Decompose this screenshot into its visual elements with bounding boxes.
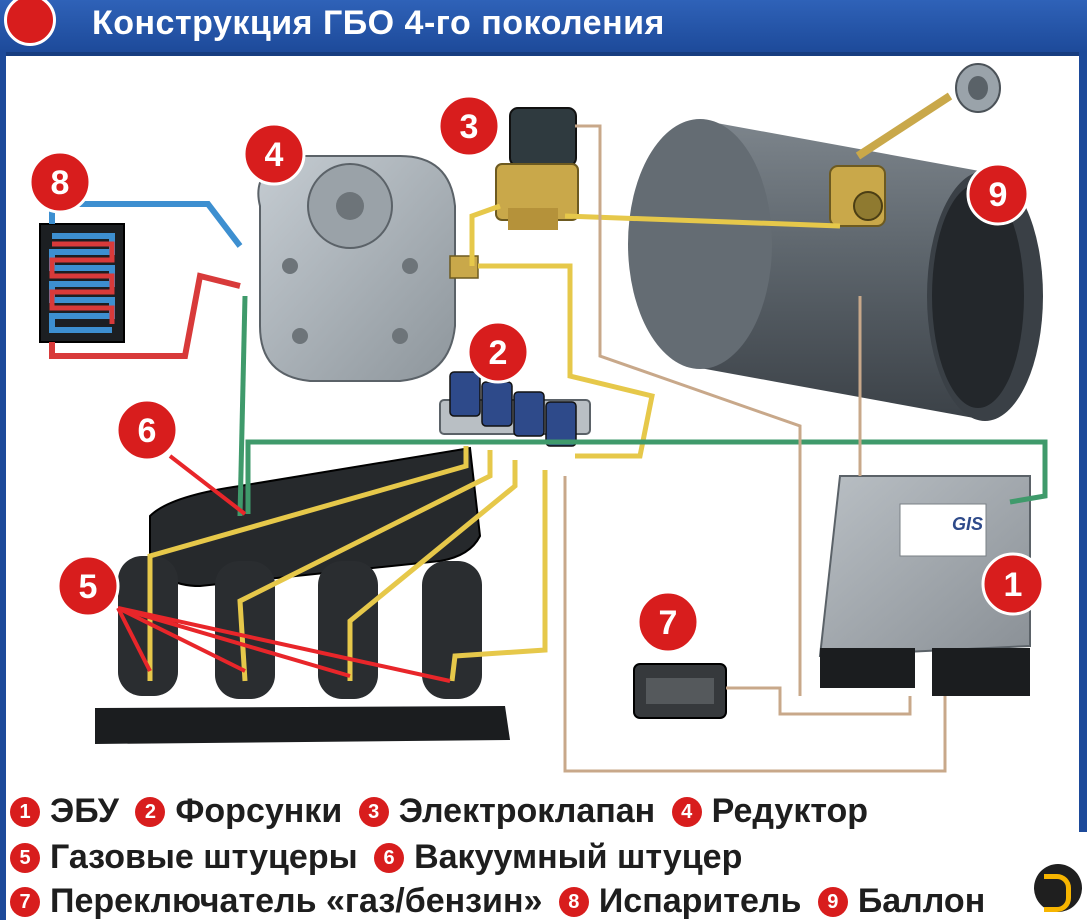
wiring (563, 124, 947, 773)
legend-badge: 4 (671, 796, 702, 827)
legend-row-1: 1 ЭБУ 2 Форсунки 3 Электроклапан 4 Редуктор (10, 792, 880, 832)
lpg-system-diagram: GIS 1 2 (28, 63, 1048, 773)
badge-9: 9 (966, 162, 1030, 226)
evaporator (39, 223, 125, 343)
gas-tank (628, 119, 1043, 421)
badge-4-number: 4 (265, 136, 284, 174)
legend-badge: 6 (374, 842, 405, 873)
filler-cap (955, 63, 1001, 113)
badge-9-number: 9 (989, 176, 1008, 214)
legend-badge: 5 (10, 842, 40, 873)
legend-item: 6 Вакуумный штуцер (374, 838, 742, 877)
legend-item: 3 Электроклапан (358, 792, 656, 831)
badge-1-number: 1 (1004, 566, 1023, 604)
header-bar: Конструкция ГБО 4-го поколения (0, 0, 1087, 56)
nozzle-pointer-arrows (116, 454, 451, 683)
legend-badge: 3 (358, 796, 389, 827)
ecu-brand-label: GIS (952, 514, 983, 534)
badge-4: 4 (242, 122, 306, 186)
legend-badge: 1 (10, 796, 40, 827)
badge-1: 1 (981, 552, 1045, 616)
badge-3-number: 3 (460, 108, 479, 146)
badge-2-number: 2 (489, 334, 508, 372)
tank-multivalve (829, 92, 953, 227)
frame-left (0, 52, 6, 920)
legend-item: 9 Баллон (817, 882, 986, 921)
injector-rail (439, 371, 591, 447)
coolant-line-blue (49, 201, 243, 248)
legend-item: 7 Переключатель «газ/бензин» (10, 882, 542, 921)
legend-label: Переключатель «газ/бензин» (50, 882, 543, 920)
legend-badge: 2 (135, 796, 166, 827)
solenoid-valve (495, 107, 579, 230)
legend-item: 1 ЭБУ (10, 792, 119, 831)
legend-item: 4 Редуктор (671, 792, 869, 831)
legend-label: Баллон (857, 882, 986, 920)
badge-8: 8 (28, 150, 92, 214)
badge-7-number: 7 (659, 604, 678, 642)
badge-3: 3 (437, 94, 501, 158)
legend-item: 2 Форсунки (135, 792, 342, 831)
badge-5-number: 5 (79, 568, 98, 606)
coolant-line-red (49, 272, 241, 359)
badge-5: 5 (56, 554, 120, 618)
vacuum-lines (237, 295, 1048, 517)
fuel-switch (633, 663, 727, 719)
badge-8-number: 8 (51, 164, 70, 202)
legend-label: Испаритель (598, 882, 802, 920)
ecu: GIS (818, 475, 1031, 696)
badge-6-number: 6 (138, 412, 157, 450)
legend-row-2: 5 Газовые штуцеры 6 Вакуумный штуцер (10, 838, 754, 878)
header-badge (4, 0, 56, 46)
legend-label: Вакуумный штуцер (414, 838, 743, 876)
legend-badge: 7 (10, 886, 40, 917)
badge-6: 6 (115, 398, 179, 462)
legend-item: 8 Испаритель (558, 882, 802, 921)
badge-2: 2 (466, 320, 530, 384)
watermark-logo-icon (1034, 864, 1082, 912)
page-title: Конструкция ГБО 4-го поколения (92, 4, 665, 42)
intake-manifold (95, 446, 510, 744)
badge-7: 7 (636, 590, 700, 654)
legend-item: 5 Газовые штуцеры (10, 838, 358, 877)
reducer (257, 155, 479, 382)
legend-label: Форсунки (175, 792, 343, 830)
legend-label: Газовые штуцеры (50, 838, 358, 876)
legend-label: Редуктор (711, 792, 869, 830)
legend-label: ЭБУ (50, 792, 119, 830)
legend-label: Электроклапан (398, 792, 656, 830)
frame-right (1079, 52, 1087, 832)
legend-badge: 8 (558, 886, 589, 917)
legend-badge: 9 (817, 886, 848, 917)
